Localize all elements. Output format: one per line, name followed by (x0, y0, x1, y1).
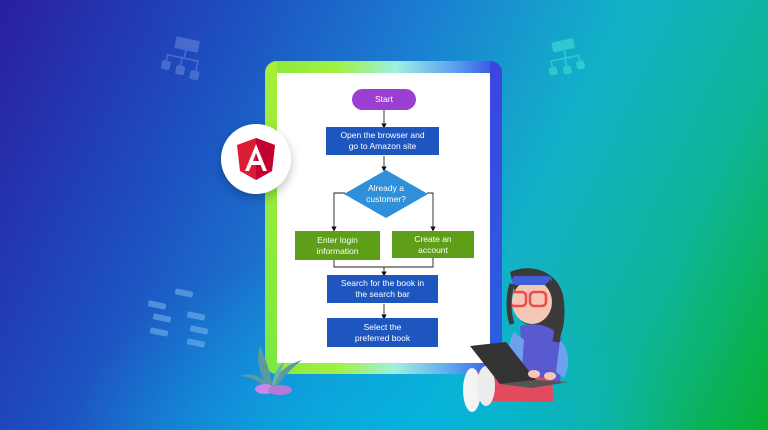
hierarchy-icon (548, 38, 585, 76)
node-label-line1: Select the (363, 321, 402, 332)
node-label-line2: preferred book (354, 332, 411, 343)
flowchart-node-select-book: Select the preferred book (327, 318, 438, 347)
flowchart-connectors (331, 110, 436, 320)
node-label-line1: Enter login (317, 234, 358, 245)
node-label-line2: the search bar (355, 289, 410, 299)
flowchart-node-start: Start (352, 89, 416, 110)
node-label-line1: Create an (414, 233, 452, 244)
node-label-line1: Search for the book in (340, 278, 425, 288)
node-label-line2: information (316, 245, 359, 256)
angular-logo-icon (237, 138, 275, 180)
flowchart-decision-diamond (344, 170, 428, 218)
node-label-line1: Already a (368, 183, 404, 193)
hierarchy-icon (160, 36, 200, 81)
angular-logo-badge (221, 124, 291, 194)
node-label-line1: Open the browser and (340, 130, 425, 140)
node-label-line2: account (418, 244, 448, 255)
node-label: Start (375, 94, 393, 104)
flowchart-node-decision: Already a customer? (350, 182, 422, 206)
flowchart-node-search-book: Search for the book in the search bar (327, 275, 438, 303)
dashes-decoration (147, 288, 209, 348)
flowchart-node-create-account: Create an account (392, 231, 474, 258)
girl-with-laptop-illustration (463, 268, 569, 412)
node-label-line2: go to Amazon site (348, 141, 417, 151)
flowchart-node-enter-login: Enter login information (295, 231, 380, 260)
flowchart-node-open-browser: Open the browser and go to Amazon site (326, 127, 439, 155)
plant-decoration (240, 346, 302, 395)
node-label-line2: customer? (366, 194, 406, 204)
